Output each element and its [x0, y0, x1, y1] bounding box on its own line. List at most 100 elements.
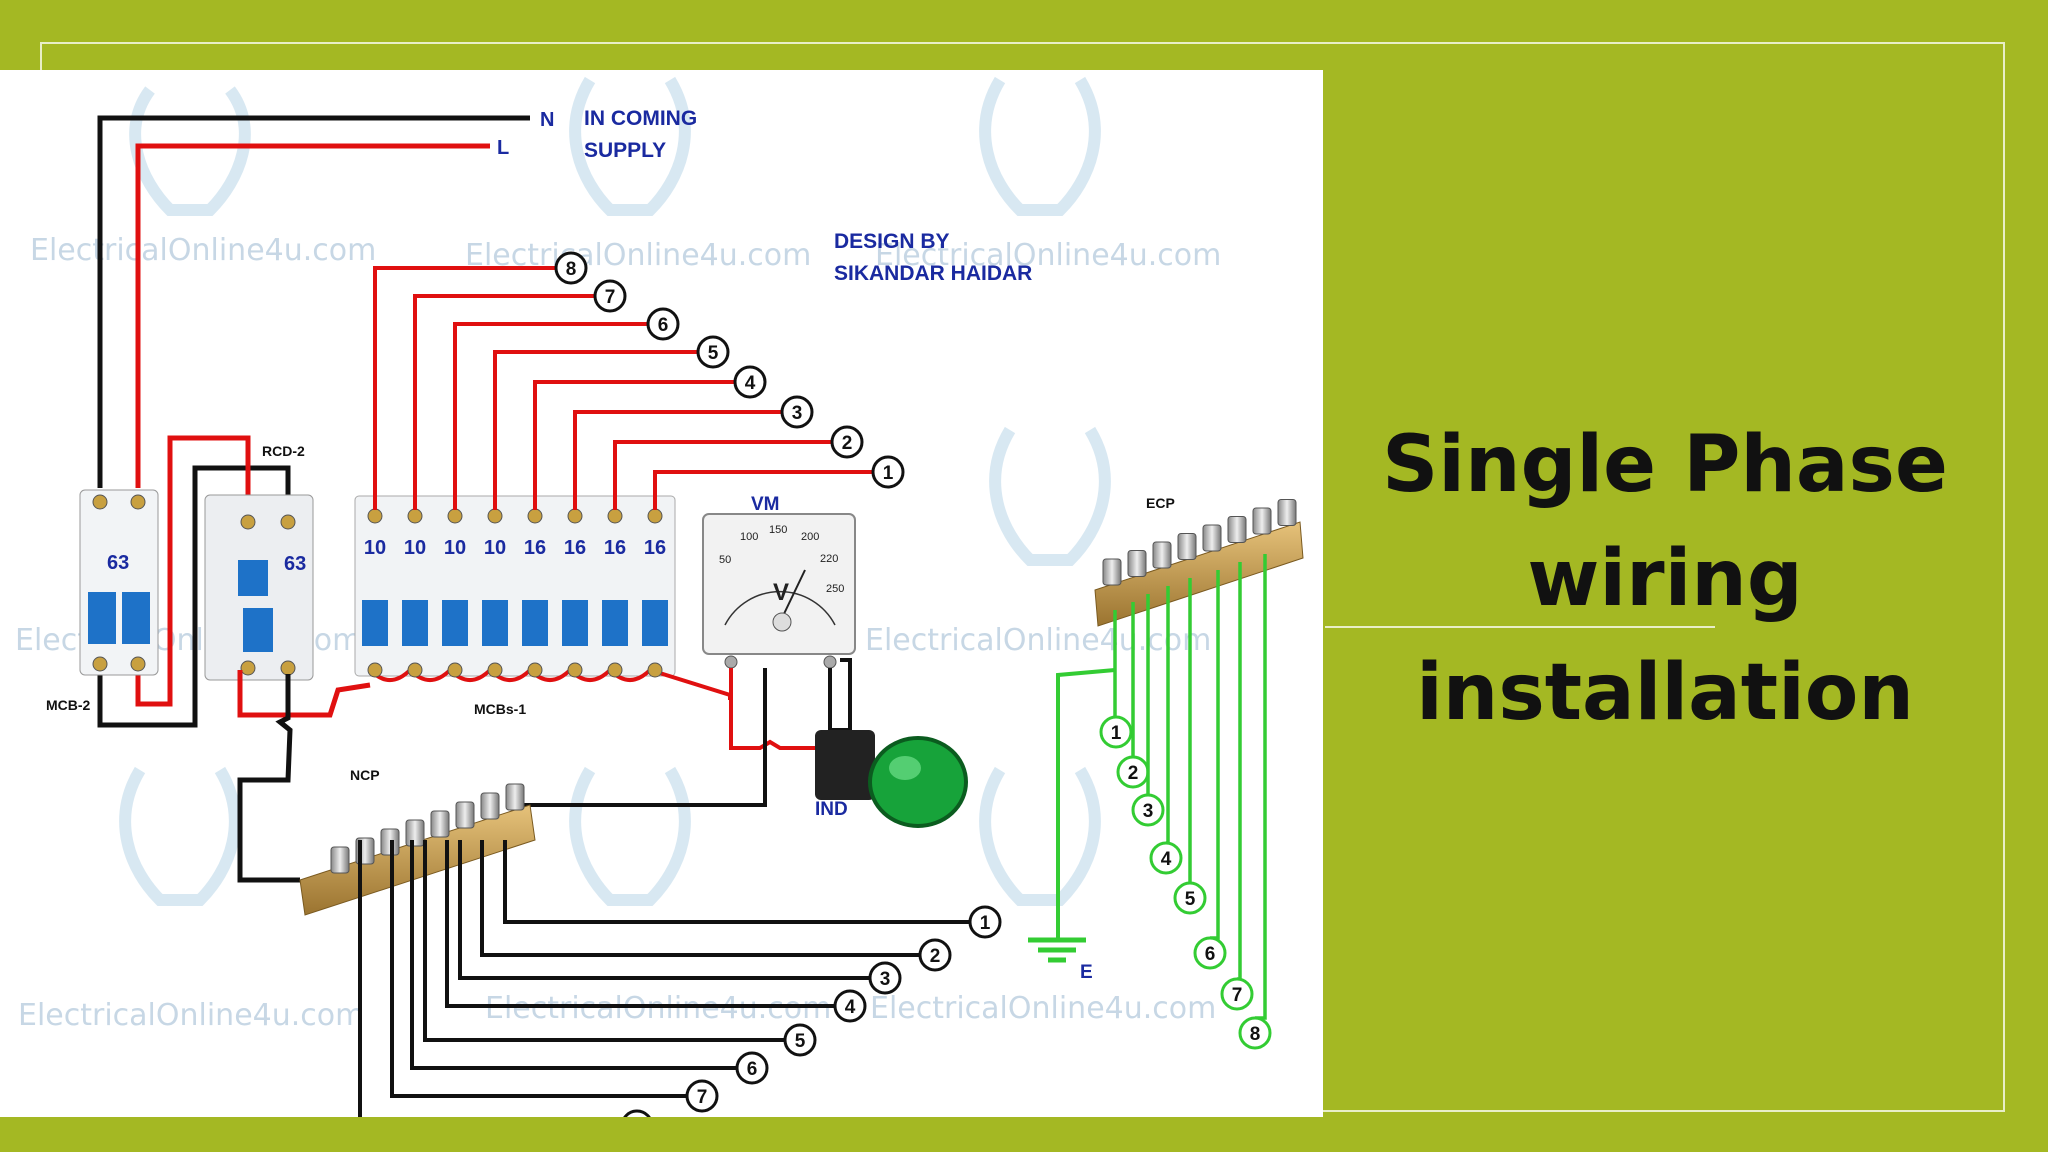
circuit-number-badge — [968, 905, 1002, 939]
divider-line — [1325, 626, 1715, 628]
terminal-icon — [407, 662, 423, 678]
circuit-number-badge — [1099, 715, 1133, 749]
circuit-number: 3 — [880, 969, 891, 990]
toggle-icon — [482, 600, 508, 646]
terminal-icon — [240, 514, 256, 530]
design-by-label: DESIGN BY — [834, 230, 950, 253]
circuit-number-badge — [833, 989, 867, 1023]
terminal-icon — [92, 656, 108, 672]
terminal-icon — [407, 508, 423, 524]
earth-circuit-wire — [1255, 554, 1267, 1020]
screw-icon — [1102, 558, 1122, 586]
indicator-lamp: IND — [815, 730, 968, 828]
mcb-rating: 16 — [644, 537, 666, 559]
circuit-number-badge — [554, 251, 588, 285]
neutral-label: N — [540, 109, 554, 131]
mcb-rating: 16 — [604, 537, 626, 559]
mcb-2-label: MCB-2 — [46, 697, 91, 713]
rcd-2-label: RCD-2 — [262, 443, 305, 459]
earth-main-wire — [1056, 668, 1116, 940]
watermark-text: ElectricalOnline4u.com — [875, 238, 1221, 273]
live-rcd-out-wire — [237, 670, 371, 718]
circuit-number-badge — [868, 961, 902, 995]
terminal-icon — [527, 508, 543, 524]
circuit-number: 8 — [1250, 1024, 1261, 1045]
voltmeter-unit: V — [773, 579, 789, 606]
mcb-rating: 10 — [484, 537, 506, 559]
incoming-supply-wires: N L IN COMING SUPPLY — [97, 107, 697, 488]
terminal-icon — [487, 508, 503, 524]
earth-symbol: E — [1028, 668, 1116, 983]
screw-icon — [455, 801, 475, 829]
circuit-number: 2 — [930, 946, 941, 967]
terminal-icon — [280, 514, 296, 530]
circuit-number: 7 — [697, 1087, 708, 1108]
mcbs-1-body — [354, 495, 676, 677]
indicator-glare — [889, 756, 921, 780]
toggle-icon — [243, 608, 273, 652]
indicator-lens-icon — [868, 736, 968, 828]
watermark-text: ElectricalOnline4u.com — [30, 233, 376, 268]
circuit-number-badge — [1193, 936, 1227, 970]
scale-tick-label: 200 — [801, 531, 819, 543]
live-label: L — [497, 137, 509, 159]
neutral-circuit-wire — [503, 840, 970, 924]
circuit-number: 1 — [1111, 723, 1122, 744]
wiring-diagram-svg: ElectricalOnline4u.com ElectricalOnline4… — [15, 76, 1304, 1117]
circuit-number: 2 — [1128, 763, 1139, 784]
circuit-number-badge — [623, 1109, 651, 1117]
terminal-icon — [130, 494, 146, 510]
rcd-2-rating: 63 — [284, 553, 306, 575]
voltmeter-body — [702, 513, 856, 655]
neutral-mcb-rcd-wire — [97, 465, 291, 728]
live-circuit-wire — [373, 266, 556, 510]
neutral-circuit-wire — [390, 840, 687, 1098]
circuit-number: 6 — [1205, 944, 1216, 965]
screw-icon — [1127, 550, 1147, 577]
terminal-icon — [527, 662, 543, 678]
watermark-text: ElectricalOnline4u.com — [870, 991, 1216, 1026]
live-circuit-wire — [533, 380, 735, 510]
circuit-number: 3 — [792, 403, 803, 424]
neutral-circuit-wire — [480, 840, 920, 957]
mcbs-1-group: MCBs-1 — [354, 495, 676, 717]
terminal-icon — [447, 508, 463, 524]
screw-icon — [1227, 516, 1247, 543]
bulb-watermarks — [119, 76, 1111, 906]
mcb-2-body — [79, 489, 159, 676]
terminal-icon — [607, 508, 623, 524]
terminal-icon — [447, 662, 463, 678]
circuit-number: 3 — [1143, 801, 1154, 822]
ecp-bar — [1094, 521, 1304, 627]
test-button-icon — [238, 560, 268, 596]
live-circuit-wire — [613, 440, 832, 510]
live-circuit-wire — [413, 294, 595, 510]
mcb-rating: 16 — [524, 537, 546, 559]
neutral-circuit-wire — [445, 840, 835, 1008]
screw-icon — [330, 846, 350, 874]
scale-tick-label: 100 — [740, 531, 758, 543]
circuit-number: 2 — [842, 433, 853, 454]
title-line: wiring — [1527, 534, 1803, 624]
earth-circuit-wire — [1237, 562, 1242, 981]
title-line: installation — [1416, 648, 1914, 738]
live-circuit-wire — [493, 350, 698, 510]
incoming-supply-label-1: IN COMING — [584, 107, 697, 130]
scale-tick-label: 150 — [769, 524, 787, 536]
neutral-incoming-wire — [97, 115, 530, 488]
incoming-supply-label-2: SUPPLY — [584, 139, 666, 162]
mcb-to-rcd-wires — [97, 435, 291, 728]
toggle-icon — [442, 600, 468, 646]
circuit-number: 4 — [1161, 849, 1172, 870]
live-incoming-wire — [135, 143, 490, 488]
vm-neutral-wire — [520, 668, 767, 807]
circuit-number-badge — [733, 365, 767, 399]
vm-live-wire — [729, 668, 733, 750]
terminal-icon — [130, 656, 146, 672]
screw-icon — [1177, 533, 1197, 560]
neutral-circuit-wire — [410, 840, 737, 1070]
terminal-icon — [92, 494, 108, 510]
circuit-number: 4 — [845, 997, 856, 1018]
terminal-icon — [240, 660, 256, 676]
circuit-number-badge — [593, 279, 627, 313]
